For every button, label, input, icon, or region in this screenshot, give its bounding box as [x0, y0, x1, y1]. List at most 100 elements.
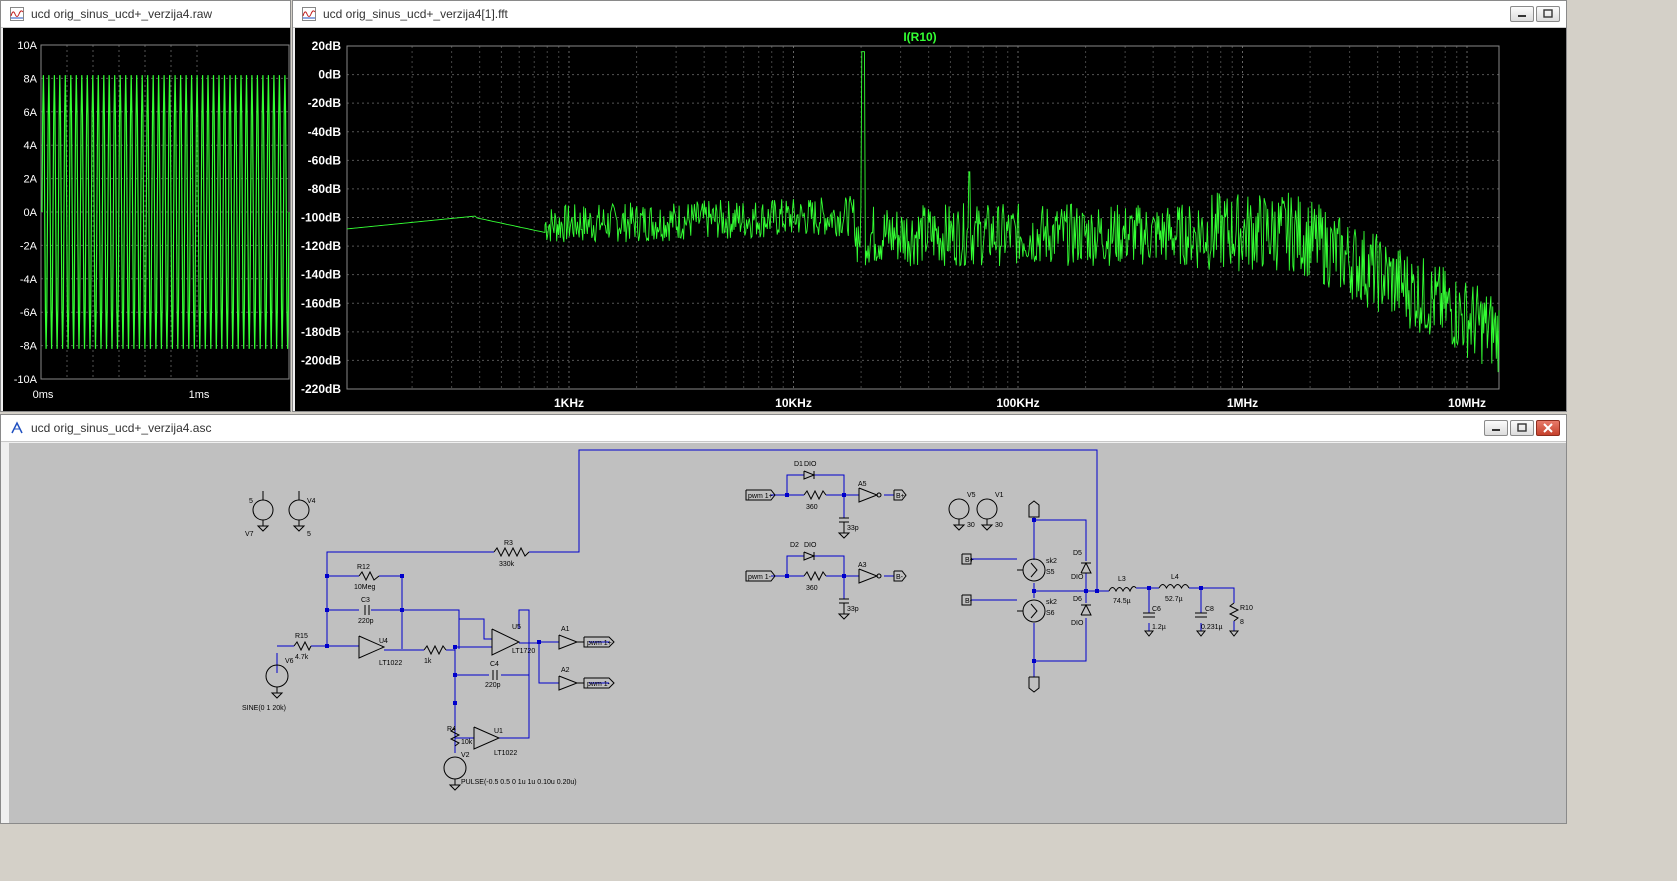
v6-name: V6 [285, 658, 294, 665]
pwm1-plus-label: pwm 1+ [587, 640, 612, 647]
u5-part: LT1720 [512, 648, 535, 655]
raw-y-tick: 2A [24, 174, 38, 186]
raw-y-tick: -6A [20, 307, 38, 319]
fft-x-tick: 1KHz [554, 396, 584, 410]
c3-value: 220p [358, 618, 374, 625]
raw-y-tick: -8A [20, 341, 38, 353]
pwm1-minus-label: pwm 1- [587, 681, 611, 688]
u4-name: U4 [379, 638, 388, 645]
d6-part: DIO [1071, 620, 1084, 627]
wires [276, 449, 1235, 753]
v4-value: 5 [307, 531, 311, 538]
pwm1-minus-flag-label: pwm 1- [748, 574, 772, 581]
v2-value: PULSE(-0.5 0.5 0 1u 1u 0.10u 0.20u) [461, 779, 577, 786]
raw-y-tick: 8A [24, 73, 38, 85]
fft-y-tick: -20dB [308, 96, 342, 110]
u5-name: U5 [512, 624, 521, 631]
a3-name: A3 [858, 562, 867, 569]
restore-button[interactable] [1510, 420, 1534, 436]
fft-x-tick: 10KHz [775, 396, 812, 410]
raw-x-tick: 0ms [33, 389, 54, 401]
r3-value: 330k [499, 561, 515, 568]
fft-window-title: ucd orig_sinus_ucd+_verzija4[1].fft [323, 7, 508, 21]
raw-x-tick: 1ms [189, 389, 210, 401]
raw-y-tick: -4A [20, 274, 38, 286]
r12-name: R12 [357, 564, 370, 571]
fft-y-tick: -160dB [301, 296, 341, 310]
c3-name: C3 [361, 597, 370, 604]
minimize-button[interactable] [1510, 6, 1534, 22]
c6-value: 1.2µ [1152, 624, 1166, 631]
raw-window-titlebar[interactable]: ucd orig_sinus_ucd+_verzija4.raw [1, 1, 290, 28]
waveform-icon [10, 7, 24, 21]
raw-window-title: ucd orig_sinus_ucd+_verzija4.raw [31, 7, 213, 21]
fft-y-tick: 20dB [312, 39, 342, 53]
restore-icon [1517, 423, 1527, 432]
s5-name: S5 [1046, 569, 1055, 576]
r15-name: R15 [295, 633, 308, 640]
fft-y-tick: -40dB [308, 125, 342, 139]
minimize-icon [1492, 429, 1500, 431]
d5-part: DIO [1071, 574, 1084, 581]
raw-y-tick: -2A [20, 240, 38, 252]
u1-name: U1 [494, 728, 503, 735]
raw-current-trace[interactable] [41, 75, 290, 349]
pwm1-plus-flag-label: pwm 1+ [748, 493, 773, 500]
schematic-canvas[interactable]: 5 V7 V4 5 R3 330k R12 10Meg C3 220p R15 … [9, 443, 1566, 823]
a2-name: A2 [561, 667, 570, 674]
fft-y-tick: -80dB [308, 182, 342, 196]
fft-window-titlebar[interactable]: ucd orig_sinus_ucd+_verzija4[1].fft [293, 1, 1566, 28]
trace-label-i-r10[interactable]: I(R10) [903, 30, 936, 44]
restore-button[interactable] [1536, 6, 1560, 22]
fft-plot-window[interactable]: ucd orig_sinus_ucd+_verzija4[1].fft 20dB… [292, 0, 1567, 412]
minimize-button[interactable] [1484, 420, 1508, 436]
schematic-window-titlebar[interactable]: ucd orig_sinus_ucd+_verzija4.asc [1, 415, 1566, 442]
fft-spectrum-chart[interactable]: 20dB0dB-20dB-40dB-60dB-80dB-100dB-120dB-… [295, 28, 1566, 411]
schematic-window[interactable]: ucd orig_sinus_ucd+_verzija4.asc [0, 414, 1567, 824]
a5-name: A5 [858, 481, 867, 488]
v4-name: V4 [307, 498, 316, 505]
b-minus-out-label: B- [896, 574, 904, 581]
c8-name: C8 [1205, 606, 1214, 613]
l3-name: L3 [1118, 576, 1126, 583]
c4-name: C4 [490, 661, 499, 668]
r12-value: 10Meg [354, 584, 376, 591]
fft-spectrum-trace[interactable] [346, 51, 1500, 373]
raw-y-tick: 10A [17, 40, 37, 52]
c-a5-value: 33p [847, 525, 859, 532]
v7-value: 5 [249, 498, 253, 505]
l4-value: 52.7µ [1165, 596, 1183, 603]
r-mid-value: 1k [424, 658, 432, 665]
components [252, 470, 1240, 791]
fft-y-tick: 0dB [318, 68, 341, 82]
junction-dots [325, 493, 1203, 705]
v5-value: 30 [967, 522, 975, 529]
v5-name: V5 [967, 492, 976, 499]
u1-part: LT1022 [494, 750, 517, 757]
s6-name: S6 [1046, 610, 1055, 617]
v1-value: 30 [995, 522, 1003, 529]
raw-y-tick: 0A [24, 207, 38, 219]
r15-value: 4.7k [295, 654, 309, 661]
schematic-drawing[interactable]: 5 V7 V4 5 R3 330k R12 10Meg C3 220p R15 … [9, 443, 1566, 823]
l4-name: L4 [1171, 574, 1179, 581]
r4-value: 10k [461, 739, 473, 746]
d1-name: D1 [794, 461, 803, 468]
close-button[interactable] [1536, 420, 1560, 436]
r10-name: R10 [1240, 605, 1253, 612]
v1-name: V1 [995, 492, 1004, 499]
b-plus-out-label: B+ [896, 493, 905, 500]
restore-icon [1543, 9, 1553, 18]
schematic-icon [11, 421, 23, 434]
v6-value: SINE(0 1 20k) [242, 705, 286, 712]
v2-name: V2 [461, 752, 470, 759]
l3-value: 74.5µ [1113, 598, 1131, 605]
s5-model: sk2 [1046, 558, 1057, 565]
a1-name: A1 [561, 626, 570, 633]
raw-y-tick: -10A [14, 374, 38, 386]
d6-name: D6 [1073, 596, 1082, 603]
